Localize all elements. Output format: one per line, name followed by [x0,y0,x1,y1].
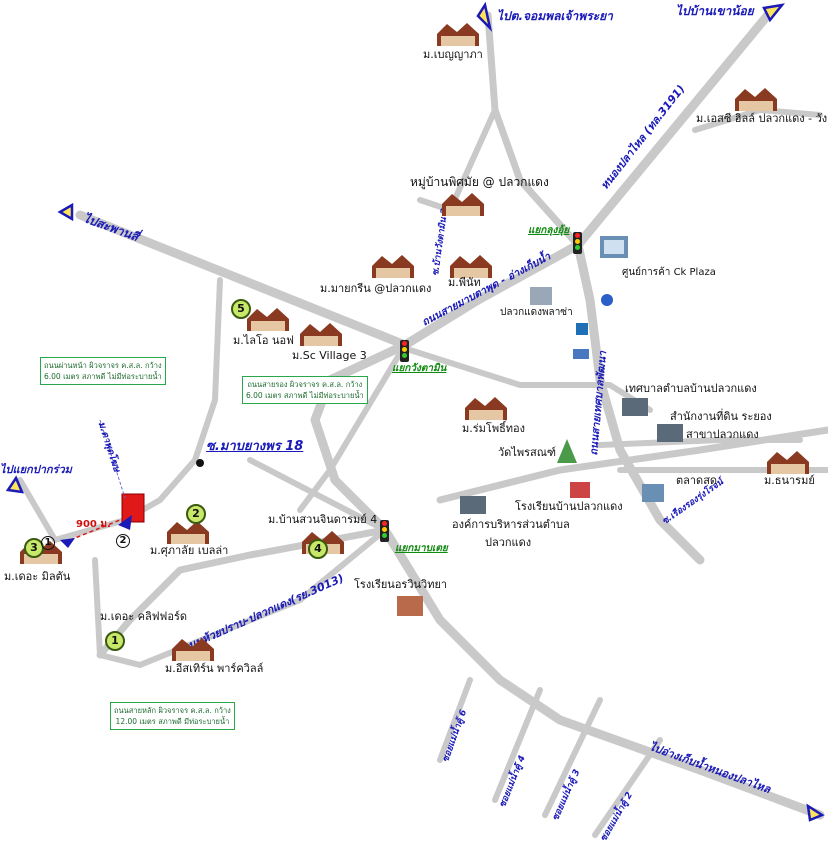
note-mid-road-line-1: ถนนสายรอง ผิวจราจร ค.ส.ล. กว้าง [247,380,363,389]
note-left-road: ถนนผ่านหน้า ผิวจราจร ค.ส.ล. กว้าง 6.00 เ… [40,357,166,385]
house-icon [172,638,214,661]
road-thetsaban [573,240,705,565]
label-distance: 900 ม. [76,519,111,530]
house-icon [450,255,492,278]
road-mab-ta-phut [75,210,410,350]
building-icon [657,424,683,442]
project-site [121,493,145,523]
survey-path [99,419,126,499]
place-school-winit: โรงเรียนอรวินวิทยา [354,578,448,591]
house-icon [465,397,507,420]
place-ck-plaza: ศูนย์การค้า Ck Plaza [622,267,716,278]
road-mid-ring [407,347,653,413]
place-school-pluak-daeng: โรงเรียนบ้านปลวกแดง [515,500,623,513]
place-pluak-daeng-plaza: ปลวกแดงพลาซ่า [500,307,573,318]
place-the-mill: ม.เดอะ มิลตัน [4,570,71,583]
marker-2: 2 [186,504,206,524]
place-wat-phai-sot: วัดไพรสณฑ์ [498,446,557,459]
note-left-road-line-1: ถนนผ่านหน้า ผิวจราจร ค.ส.ล. กว้าง [44,361,162,370]
road-north [484,11,582,249]
temple-icon [557,439,577,463]
house-icon [300,323,342,346]
road-south-left [92,527,388,668]
place-sao-2: ปลวกแดง [485,536,532,549]
place-lilo-nop: ม.ไลโอ นอฟ [233,334,294,347]
store-icon [573,349,589,359]
intersection-wang-tamin: แยกวังตามิน [392,363,447,374]
house-icon [372,255,414,278]
site-pointer-2 [118,515,132,530]
place-my-green: ม.มายกรีน @ปลวกแดง [320,282,432,295]
bank-icon [576,323,588,335]
market-icon [642,484,664,502]
building-icon [622,398,648,416]
house-icon [167,521,209,544]
arrow-jompon [476,1,493,32]
marker-5: 5 [231,299,251,319]
road-nong-pla-lai [400,5,777,350]
house-icon [735,88,777,111]
label-mabyangphon-18: ซ.มาบยางพร 18 [206,439,304,454]
note-main-road-line-1: ถนนสายหลัก ผิวจราจร ค.ส.ล. กว้าง [114,706,231,715]
place-eastern-park: ม.อีสเทิร์น พาร์ควิลล์ [165,662,264,675]
place-market: ตลาดสด [676,474,718,487]
school-icon [397,596,423,616]
arrow-pak-ruam [5,475,25,494]
intersection-mabyangphon: แยกมาบเตย [395,543,448,554]
road-yaek [297,342,408,513]
building-icon [530,287,552,305]
building-icon [600,236,628,258]
road-west-upper [17,277,223,543]
note-main-road-line-2: 12.00 เมตร สภาพดี มีท่อระบายน้ำ [115,717,230,726]
arrow-saphan-si [57,202,74,222]
road-soi-3 [542,697,603,818]
place-the-cliff: ม.เดอะ คลิฟฟอร์ด [100,610,187,623]
note-mid-road-line-2: 6.00 เมตร สภาพดี ไม่มีท่อระบายน้ำ [246,391,364,400]
house-icon [247,308,289,331]
house-icon [437,23,479,46]
place-land-office-2: สาขาปลวกแดง [686,428,759,441]
arrow-khao-noi [762,3,786,23]
site-access-route [69,519,121,541]
marker-4: 4 [308,539,328,559]
road-soi-4 [492,687,543,803]
place-rom-pho-thong: ม.ร่มโพธิ์ทอง [462,422,526,435]
label-to-jompon: ไปต.จอมพลเจ้าพระยา [497,9,613,23]
road-mid [247,457,388,533]
place-sao: องค์การบริหารส่วนตำบล [452,518,570,531]
note-mid-road: ถนนสายรอง ผิวจราจร ค.ส.ล. กว้าง 6.00 เมต… [242,376,368,404]
place-suphalai: ม.ศุภาลัย เบลล่า [150,544,229,557]
place-suan-chinda: ม.บ้านสวนจินดารมย์ 4 [268,513,378,526]
label-to-pak-ruam: ไปแยกปากร่วม [0,463,72,476]
place-thanarom: ม.ธนารมย์ [764,474,815,487]
place-sc-village-3: ม.Sc Village 3 [292,349,367,362]
note-main-road: ถนนสายหลัก ผิวจราจร ค.ส.ล. กว้าง 12.00 เ… [110,702,235,730]
road-soi-2 [592,737,663,838]
marker-1: 1 [105,631,125,651]
traffic-light-icon [400,340,409,362]
place-benyapha: ม.เบญญาภา [423,48,483,61]
arrow-nong-pla-lai [806,803,825,822]
road-soi-6 [437,677,473,763]
traffic-light-icon [573,232,582,254]
place-phanit: ม.พีนัท [448,276,481,289]
traffic-light-icon [380,520,389,542]
mabyangphon-18-point [196,459,204,467]
house-icon [767,451,809,474]
building-icon [460,496,486,514]
label-to-khao-noi: ไปบ้านเขาน้อย [676,4,754,18]
road-east-3 [597,437,803,448]
place-thesaban: เทศบาลตำบลบ้านปลวกแดง [625,382,757,395]
note-left-road-line-2: 6.00 เมตร สภาพดี ไม่มีท่อระบายน้ำ [44,372,162,381]
ref-2: 2 [116,534,130,548]
place-phisamai: หมู่บ้านพิศมัย @ ปลวกแดง [410,175,549,189]
gas-station-icon [601,294,613,306]
intersection-lung-uttr: แยกลุงอุ้ย [528,225,570,236]
site-pointer-3 [60,538,75,548]
place-sc-hill: ม.เอสซี ฮิลล์ ปลวกแดง - วังแขยง [696,112,828,125]
house-icon [442,193,484,216]
place-land-office: สำนักงานที่ดิน ระยอง [670,410,772,423]
school-icon [570,482,590,498]
ref-1: 1 [41,536,55,550]
